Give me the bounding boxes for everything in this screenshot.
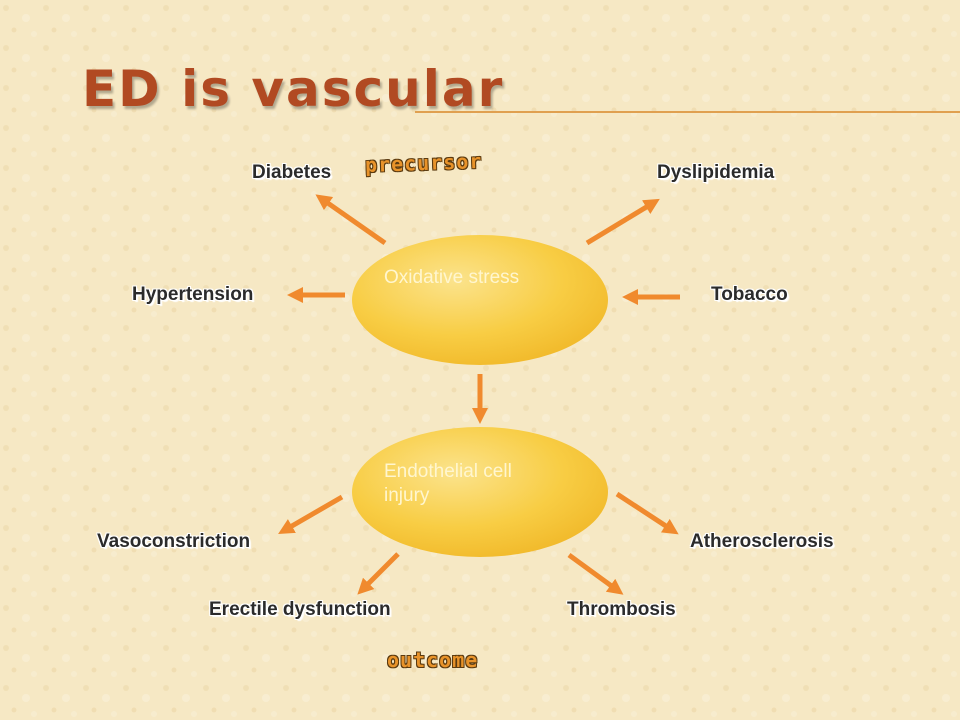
oxidative-stress-node [352, 235, 608, 365]
label-dyslipidemia: Dyslipidemia [657, 162, 775, 183]
slide-title: ED is vascular [82, 60, 505, 118]
arrow-to-atherosclerosis [615, 491, 679, 535]
label-thrombosis: Thrombosis [567, 599, 676, 620]
label-tobacco: Tobacco [711, 284, 788, 305]
tag-outcome: outcome [387, 648, 479, 672]
arrow-to-dyslipidemia [585, 198, 660, 246]
endothelial-injury-text: Endothelial cell injury [384, 461, 512, 506]
endothelial-injury-node [352, 427, 608, 557]
label-diabetes: Diabetes [252, 162, 332, 183]
arrow-to-vasoconstriction [278, 494, 344, 535]
label-hypertension: Hypertension [132, 284, 254, 305]
label-erectile-dysfunction: Erectile dysfunction [209, 599, 391, 620]
arrow-to-thrombosis [567, 552, 624, 595]
oxidative-stress-text: Oxidative stress [384, 267, 520, 288]
tag-precursor: precursor [364, 148, 483, 178]
label-atherosclerosis: Atherosclerosis [690, 531, 834, 552]
arrow-to-erectile-dysfunction [357, 552, 400, 595]
title-divider [415, 111, 960, 113]
label-vasoconstriction: Vasoconstriction [97, 531, 251, 552]
arrow-to-diabetes [315, 194, 387, 246]
